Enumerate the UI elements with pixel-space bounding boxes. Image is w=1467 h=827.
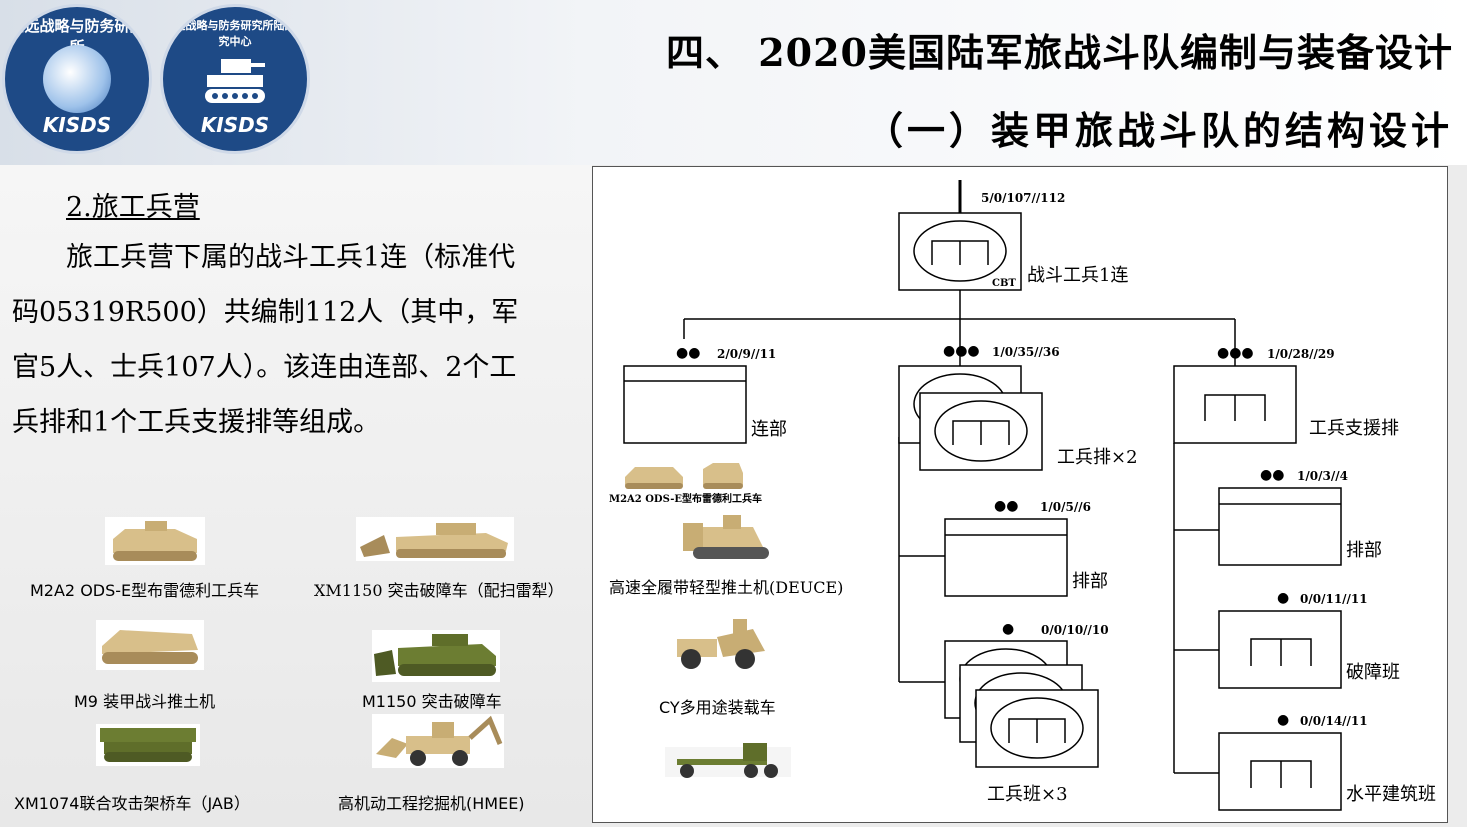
vehicle-image-m1150 [372, 630, 500, 682]
vehicle-caption: 高机动工程挖掘机(HMEE) [338, 790, 525, 814]
logo-ring-text: 知远战略与防务研究所陆战研究中心 [163, 17, 307, 49]
company-strength: 5/0/107//112 [981, 191, 1065, 205]
support-hq-label: 排部 [1346, 540, 1382, 561]
support-strength: 1/0/28//29 [1267, 347, 1335, 361]
platoon-strength: 1/0/35//36 [992, 345, 1060, 359]
vehicle-caption: M9 装甲战斗推土机 [74, 688, 215, 712]
echelon-dots: ●● [1260, 467, 1284, 483]
vehicle-image-hmee [372, 714, 504, 768]
squad-strength: 0/0/10//10 [1041, 623, 1109, 637]
horiz-label: 水平建筑班 [1346, 784, 1436, 805]
vehicle-caption: M1150 突击破障车 [362, 688, 502, 712]
header: 知远战略与防务研究所 KISDS 知远战略与防务研究所陆战研究中心 KISDS … [0, 0, 1467, 165]
vehicle-image-xm1150-plow [356, 517, 514, 561]
unit-support-platoon [1174, 366, 1296, 443]
equip-image-cy-loader [677, 619, 765, 669]
org-chart: CBT 5/0/107//112 战斗工兵1连 ●● 2/0/9//11 连部 … [592, 166, 1448, 823]
page-title: 四、 2020美国陆军旅战斗队编制与装备设计 [666, 22, 1453, 77]
vehicle-caption: XM1074联合攻击架桥车（JAB） [14, 790, 250, 814]
kisds-logo-tank: 知远战略与防务研究所陆战研究中心 KISDS [160, 4, 310, 154]
org-chart-svg: CBT 5/0/107//112 战斗工兵1连 ●● 2/0/9//11 连部 … [593, 167, 1449, 824]
kisds-logo-globe: 知远战略与防务研究所 KISDS [2, 4, 152, 154]
unit-support-hq [1219, 488, 1341, 565]
unit-platoon-hq [945, 519, 1067, 596]
vehicle-caption: XM1150 突击破障车（配扫雷犁） [314, 577, 564, 601]
platoon-label: 工兵排×2 [1057, 447, 1138, 468]
company-label: 战斗工兵1连 [1027, 265, 1128, 286]
squad-label: 工兵班×3 [987, 784, 1068, 805]
echelon-dots: ●● [994, 498, 1018, 514]
unit-squad [945, 641, 1098, 767]
support-label: 工兵支援排 [1309, 418, 1399, 439]
echelon-dots: ●●● [1217, 345, 1254, 361]
hq-strength: 2/0/9//11 [717, 347, 776, 361]
echelon-dot: ● [1277, 712, 1289, 728]
unit-breach-squad [1219, 611, 1341, 688]
equip-image-deuce [683, 515, 769, 559]
equip-caption: CY多用途装载车 [659, 698, 776, 717]
paragraph-text: 旅工兵营下属的战斗工兵1连（标准代码05319R500）共编制112人（其中，军… [12, 242, 518, 438]
company-tag: CBT [992, 278, 1016, 289]
echelon-dots: ●●● [943, 343, 980, 359]
breach-strength: 0/0/11//11 [1300, 592, 1368, 606]
logo-abbr: KISDS [5, 113, 149, 137]
horiz-strength: 0/0/14//11 [1300, 714, 1368, 728]
page-subtitle: （一）装甲旅战斗队的结构设计 [865, 100, 1453, 155]
equip-image-grader [665, 743, 791, 778]
hq-vehicle-caption: M2A2 ODS-E型布雷德利工兵车 [609, 492, 762, 505]
support-hq-strength: 1/0/3//4 [1297, 469, 1348, 483]
section-paragraph: 旅工兵营下属的战斗工兵1连（标准代码05319R500）共编制112人（其中，军… [12, 230, 522, 450]
equip-caption: 高速全履带轻型推土机(DEUCE) [609, 578, 843, 597]
vehicle-caption: M2A2 ODS-E型布雷德利工兵车 [30, 577, 259, 601]
vehicle-image-bradley [105, 517, 205, 565]
breach-label: 破障班 [1346, 662, 1400, 683]
platoon-hq-label: 排部 [1072, 571, 1108, 592]
platoon-hq-strength: 1/0/5//6 [1040, 500, 1091, 514]
vehicle-image-jab [96, 724, 200, 766]
hq-label: 连部 [751, 419, 787, 440]
echelon-dot: ● [1277, 590, 1289, 606]
unit-company-hq [624, 366, 746, 443]
globe-icon [43, 45, 111, 113]
unit-horizontal-construction-squad [1219, 733, 1341, 810]
vehicle-image-m9 [96, 620, 204, 670]
hq-vehicle-images [625, 463, 743, 489]
echelon-dots: ●● [676, 345, 700, 361]
logo-abbr: KISDS [163, 113, 307, 137]
echelon-dot: ● [1002, 621, 1014, 637]
unit-platoon [899, 366, 1042, 470]
tank-icon [203, 55, 267, 109]
section-subtitle: 2.旅工兵营 [66, 185, 200, 224]
